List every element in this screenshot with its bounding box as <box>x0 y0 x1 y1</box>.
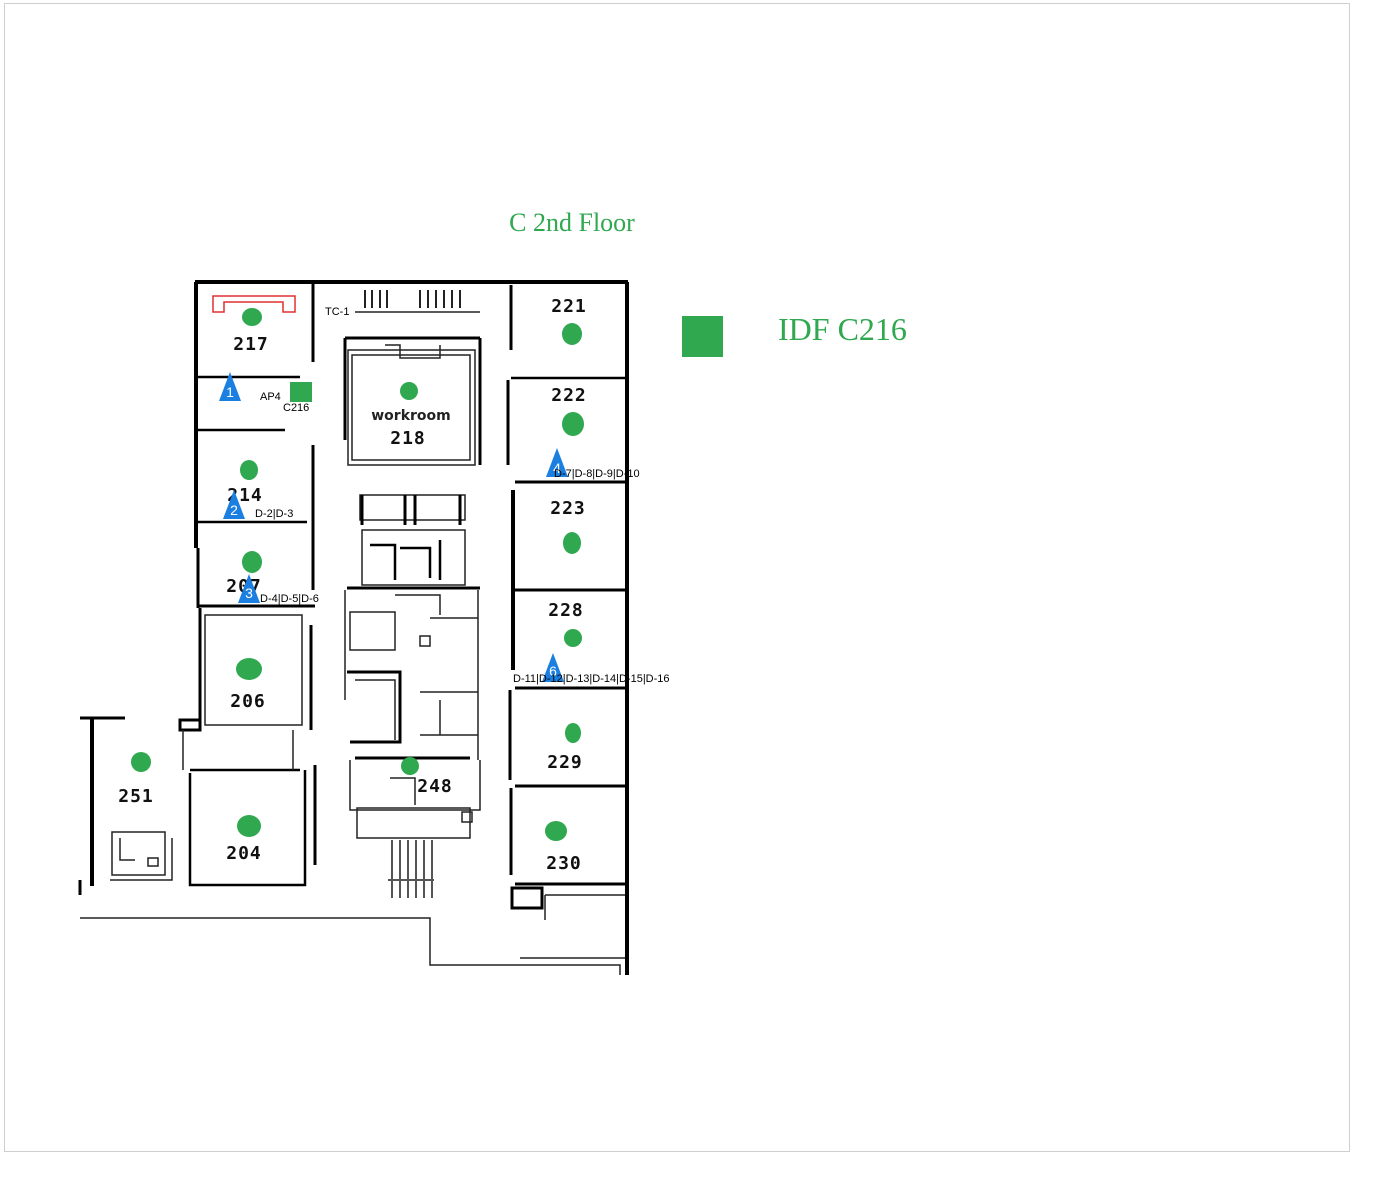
legend-idf-swatch <box>682 316 723 357</box>
ap-number: 1 <box>226 384 234 400</box>
ap-number: 6 <box>549 663 557 679</box>
room-marker[interactable] <box>240 460 258 480</box>
room-marker[interactable] <box>131 752 151 772</box>
room-labels: 217 workroom 218 214 207 206 204 251 248… <box>118 296 587 874</box>
room-label-248: 248 <box>417 776 453 797</box>
idf-rack-outline <box>212 295 296 313</box>
access-points: 1 2 D-2|D-3 3 D-4|D-5|D-6 4 D-7|D-8|D-9|… <box>219 372 670 685</box>
ap-number: 4 <box>553 460 561 476</box>
map-frame <box>4 3 1350 1152</box>
ap-drops-label: D-4|D-5|D-6 <box>260 593 319 605</box>
access-point-1[interactable]: 1 <box>219 372 241 401</box>
ap-drops-label: D-2|D-3 <box>255 508 293 520</box>
room-sublabel-218: workroom <box>371 408 451 424</box>
room-label-223: 223 <box>550 498 586 519</box>
room-label-229: 229 <box>547 752 583 773</box>
access-point-4[interactable]: 4 <box>546 448 568 477</box>
room-marker[interactable] <box>401 757 419 775</box>
room-label-251: 251 <box>118 786 154 807</box>
room-marker[interactable] <box>236 658 262 680</box>
room-marker[interactable] <box>237 815 261 837</box>
room-label-217: 217 <box>233 334 269 355</box>
idf-c216-marker[interactable] <box>290 382 312 402</box>
ap-number: 2 <box>230 502 238 518</box>
room-marker[interactable] <box>562 323 582 345</box>
ap-drops-label: D-7|D-8|D-9|D-10 <box>554 468 640 480</box>
ap4-label: AP4 <box>260 391 281 403</box>
c216-label: C216 <box>283 402 309 414</box>
ap-drops-label: D-11|D-12|D-13|D-14|D-15|D-16 <box>513 673 670 685</box>
room-markers <box>131 308 584 841</box>
room-marker[interactable] <box>563 532 581 554</box>
floor-title: C 2nd Floor <box>509 208 635 237</box>
room-marker[interactable] <box>242 551 262 573</box>
access-point-3[interactable]: 3 <box>238 574 260 603</box>
room-label-204: 204 <box>226 843 262 864</box>
room-marker[interactable] <box>545 821 567 841</box>
access-point-6[interactable]: 6 <box>542 653 564 682</box>
room-label-206: 206 <box>230 691 266 712</box>
room-marker[interactable] <box>564 629 582 647</box>
ap-number: 3 <box>245 585 253 601</box>
legend: IDF C216 <box>682 311 907 357</box>
room-label-221: 221 <box>551 296 587 317</box>
room-label-230: 230 <box>546 853 582 874</box>
room-label-218: 218 <box>390 428 426 449</box>
room-marker[interactable] <box>242 308 262 326</box>
access-point-2[interactable]: 2 <box>223 490 245 519</box>
room-label-228: 228 <box>548 600 584 621</box>
room-marker[interactable] <box>565 723 581 743</box>
walls <box>78 280 629 975</box>
room-marker[interactable] <box>562 412 584 436</box>
tc1-label: TC-1 <box>325 306 349 318</box>
room-label-222: 222 <box>551 385 587 406</box>
room-marker[interactable] <box>400 382 418 400</box>
legend-label: IDF C216 <box>778 311 907 347</box>
